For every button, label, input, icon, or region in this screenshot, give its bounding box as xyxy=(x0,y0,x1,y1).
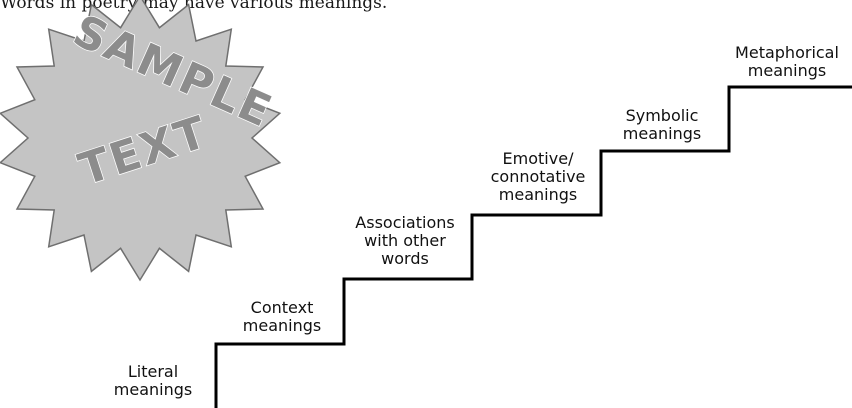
staircase-line xyxy=(214,85,852,408)
step-label-context: Context meanings xyxy=(242,298,322,335)
step-label-emotive: Emotive/ connotative meanings xyxy=(490,149,586,204)
step-label-literal: Literal meanings xyxy=(113,362,193,399)
star-burst-shape xyxy=(0,0,282,282)
step-label-associations: Associations with other words xyxy=(355,213,455,268)
sample-watermark: SAMPLE TEXT xyxy=(0,0,282,282)
step-label-symbolic: Symbolic meanings xyxy=(622,106,702,143)
step-label-metaphorical: Metaphorical meanings xyxy=(735,43,839,80)
